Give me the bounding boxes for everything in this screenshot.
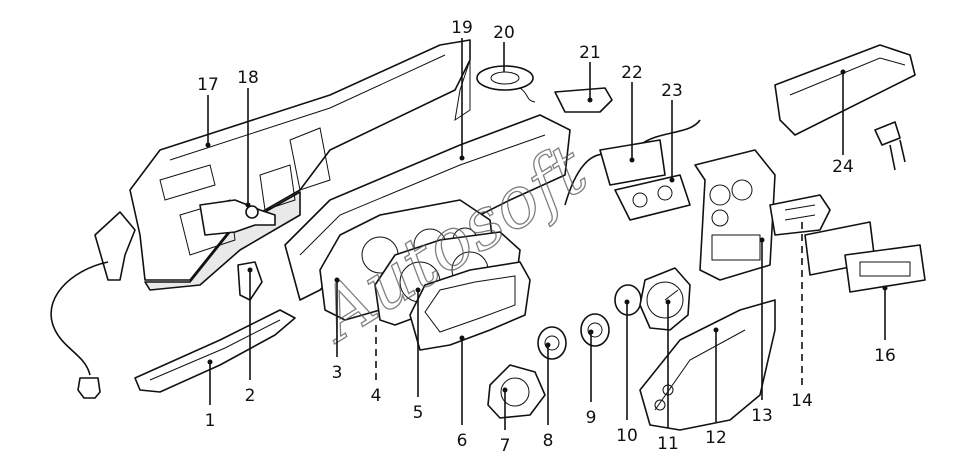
callout-14: 14 xyxy=(791,391,813,411)
ignition-assembly xyxy=(199,199,276,236)
callout-13: 13 xyxy=(751,406,773,426)
callout-23: 23 xyxy=(661,81,683,101)
callout-1: 1 xyxy=(205,411,216,431)
air-vent xyxy=(769,194,831,236)
radio-unit xyxy=(804,221,926,293)
callout-21: 21 xyxy=(579,43,601,63)
callout-7: 7 xyxy=(500,436,511,456)
leader-lines xyxy=(207,38,886,430)
gauge-8 xyxy=(537,326,567,360)
wiring-harness xyxy=(564,119,701,221)
callout-10: 10 xyxy=(616,426,638,446)
callout-20: 20 xyxy=(493,23,515,43)
callout-22: 22 xyxy=(621,63,643,83)
callout-4: 4 xyxy=(371,386,382,406)
speaker xyxy=(476,65,536,103)
callout-12: 12 xyxy=(705,428,727,448)
callout-18: 18 xyxy=(237,68,259,88)
center-bezel xyxy=(694,149,776,281)
callout-9: 9 xyxy=(586,408,597,428)
callout-2: 2 xyxy=(245,386,256,406)
gauge-11-speedometer xyxy=(639,267,691,331)
callout-19: 19 xyxy=(451,18,473,38)
leader-dots xyxy=(205,69,888,393)
side-panel xyxy=(639,299,776,431)
callout-24: 24 xyxy=(832,157,854,177)
key-lock xyxy=(874,121,906,171)
cable-assembly xyxy=(50,211,136,399)
lens-bezel xyxy=(409,261,531,351)
lower-trim xyxy=(134,309,296,393)
bracket xyxy=(554,87,613,113)
gauge-9 xyxy=(580,313,610,347)
callout-5: 5 xyxy=(413,403,424,423)
callout-8: 8 xyxy=(543,431,554,451)
glove-box xyxy=(774,44,916,136)
callout-labels: 1 2 3 4 5 6 7 8 9 10 11 12 13 14 16 17 1… xyxy=(197,18,896,456)
gauge-7 xyxy=(487,364,546,419)
callout-3: 3 xyxy=(332,363,343,383)
callout-17: 17 xyxy=(197,75,219,95)
callout-11: 11 xyxy=(657,434,679,454)
callout-6: 6 xyxy=(457,431,468,451)
callout-16: 16 xyxy=(874,346,896,366)
